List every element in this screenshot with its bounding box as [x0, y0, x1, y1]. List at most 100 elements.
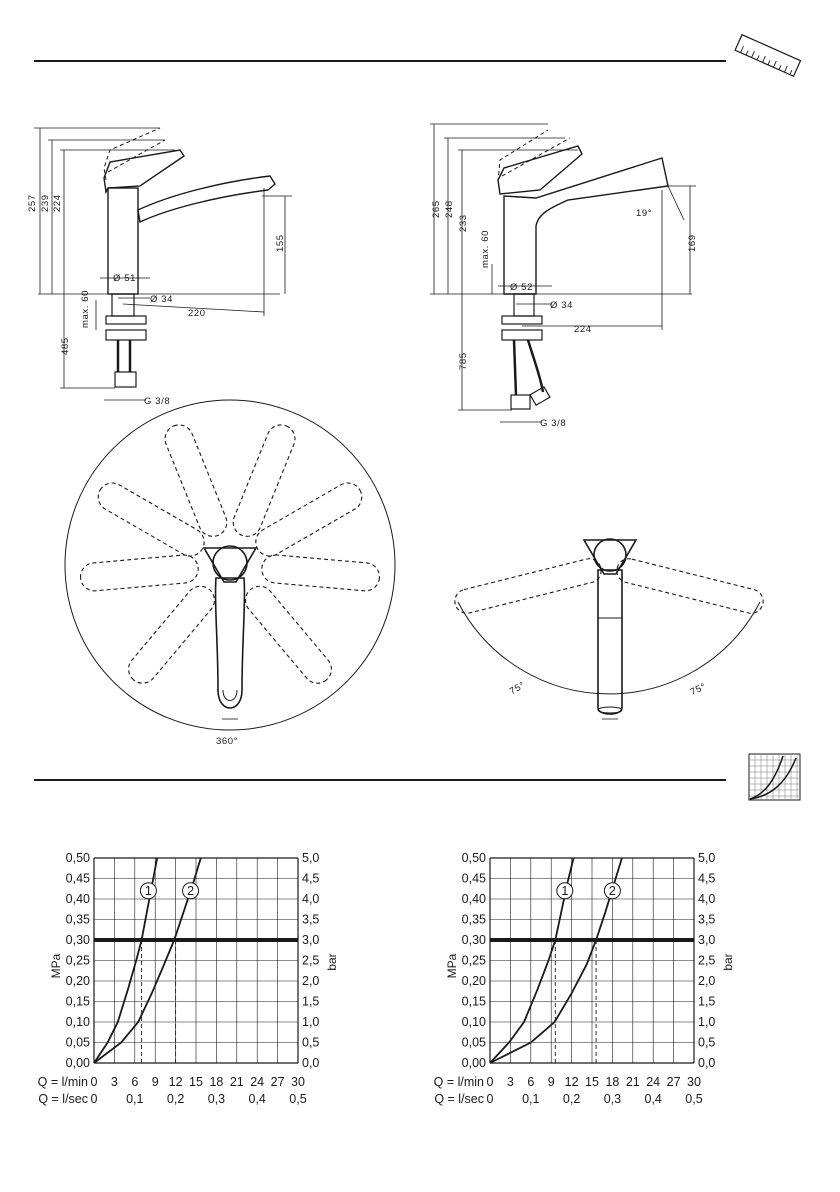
x-tick-lmin: 27 — [667, 1075, 681, 1089]
y-tick-label: 0,50 — [462, 851, 486, 865]
dim-220: 220 — [188, 308, 206, 319]
y2-tick-label: 3,0 — [302, 933, 319, 947]
x-tick-lmin: 12 — [169, 1075, 183, 1089]
dim-g38: G 3/8 — [144, 396, 170, 407]
x-tick-lmin: 3 — [111, 1075, 118, 1089]
x-tick-lmin: 9 — [152, 1075, 159, 1089]
dim-224: 224 — [574, 324, 592, 335]
y-tick-label: 0,10 — [66, 1015, 90, 1029]
rotation-360-drawing: 360° — [64, 399, 396, 747]
y-tick-label: 0,30 — [66, 933, 90, 947]
y-tick-label: 0,15 — [66, 995, 90, 1009]
y-tick-label: 0,40 — [462, 892, 486, 906]
y2-tick-label: 2,0 — [302, 974, 319, 988]
series-marker-label-1: 1 — [561, 884, 568, 898]
x-tick-lmin: 6 — [527, 1075, 534, 1089]
y-tick-label: 0,45 — [462, 872, 486, 886]
y-tick-label: 0,25 — [66, 954, 90, 968]
dim-g38-right: G 3/8 — [540, 418, 566, 429]
x-axis-label-lsec: Q = l/sec — [38, 1092, 88, 1106]
y2-axis-label: bar — [721, 953, 735, 970]
x-tick-lsec: 0,2 — [167, 1092, 184, 1106]
dim-155: 155 — [275, 234, 286, 252]
series-marker-label-2: 2 — [609, 884, 616, 898]
series-marker-2 — [603, 882, 621, 900]
dim-d52: Ø 52 — [510, 282, 533, 293]
y2-axis-label: bar — [325, 953, 339, 970]
y2-tick-label: 3,0 — [698, 933, 715, 947]
y-tick-label: 0,45 — [66, 872, 90, 886]
y2-tick-label: 2,5 — [302, 954, 319, 968]
x-tick-lsec: 0,3 — [208, 1092, 225, 1106]
y2-tick-label: 5,0 — [698, 851, 715, 865]
dim-224: 224 — [52, 194, 63, 212]
x-tick-lsec: 0 — [91, 1092, 98, 1106]
y2-tick-label: 5,0 — [302, 851, 319, 865]
y2-tick-label: 4,5 — [698, 872, 715, 886]
x-tick-lmin: 21 — [626, 1075, 640, 1089]
x-tick-lmin: 0 — [487, 1075, 494, 1089]
x-tick-lmin: 9 — [548, 1075, 555, 1089]
y2-tick-label: 3,5 — [302, 913, 319, 927]
series-marker-label-1: 1 — [145, 884, 152, 898]
y-tick-label: 0,20 — [66, 974, 90, 988]
x-tick-lmin: 30 — [687, 1075, 701, 1089]
y-tick-label: 0,10 — [462, 1015, 486, 1029]
y-axis-label: MPa — [49, 953, 63, 978]
y-tick-label: 0,30 — [462, 933, 486, 947]
x-tick-lmin: 18 — [209, 1075, 223, 1089]
x-tick-lmin: 18 — [605, 1075, 619, 1089]
series-marker-1 — [556, 882, 574, 900]
y-tick-label: 0,05 — [462, 1036, 486, 1050]
x-tick-lsec: 0,2 — [563, 1092, 580, 1106]
x-tick-lmin: 24 — [646, 1075, 660, 1089]
y-tick-label: 0,35 — [66, 913, 90, 927]
angle-75-right-label: 75° — [689, 681, 708, 698]
y2-tick-label: 1,0 — [698, 1015, 715, 1029]
dim-d34: Ø 34 — [150, 294, 173, 305]
y-axis-label: MPa — [445, 953, 459, 978]
y-tick-label: 0,00 — [66, 1056, 90, 1070]
series-marker-1 — [139, 882, 157, 900]
dim-233: 233 — [458, 214, 469, 232]
y-tick-label: 0,35 — [462, 913, 486, 927]
x-tick-lsec: 0,5 — [289, 1092, 306, 1106]
y2-tick-label: 0,0 — [698, 1056, 715, 1070]
y2-tick-label: 2,5 — [698, 954, 715, 968]
rotation-75-drawing: 75° 75° — [454, 538, 764, 720]
y-tick-label: 0,15 — [462, 995, 486, 1009]
x-tick-lmin: 3 — [507, 1075, 514, 1089]
dim-19deg: 19° — [636, 208, 652, 219]
x-tick-lsec: 0 — [487, 1092, 494, 1106]
dim-265: 265 — [431, 200, 442, 218]
dim-257: 257 — [27, 194, 38, 212]
x-tick-lmin: 21 — [230, 1075, 244, 1089]
y2-tick-label: 1,5 — [302, 995, 319, 1009]
angle-75-left-label: 75° — [508, 680, 528, 698]
dim-785: 785 — [458, 352, 469, 370]
y2-tick-label: 0,5 — [302, 1036, 319, 1050]
y2-tick-label: 0,0 — [302, 1056, 319, 1070]
series-marker-2 — [182, 882, 200, 900]
x-tick-lmin: 6 — [131, 1075, 138, 1089]
x-tick-lsec: 0,1 — [126, 1092, 143, 1106]
y2-tick-label: 1,5 — [698, 995, 715, 1009]
x-tick-lmin: 12 — [565, 1075, 579, 1089]
dim-d34-right: Ø 34 — [550, 300, 573, 311]
dim-max60: max. 60 — [80, 290, 91, 328]
x-tick-lmin: 27 — [271, 1075, 285, 1089]
faucet-right-drawing: 265 248 233 max. 60 169 19° Ø 52 Ø 34 22… — [430, 123, 698, 429]
x-tick-lmin: 30 — [291, 1075, 305, 1089]
y-tick-label: 0,00 — [462, 1056, 486, 1070]
dim-max60-right: max. 60 — [480, 230, 491, 268]
angle-360-label: 360° — [216, 736, 238, 747]
dim-239: 239 — [40, 194, 51, 212]
x-tick-lmin: 24 — [250, 1075, 264, 1089]
faucet-left-drawing: 257 239 224 155 Ø 51 Ø 34 220 max. 60 48… — [27, 127, 292, 407]
series-marker-label-2: 2 — [187, 884, 194, 898]
y-tick-label: 0,05 — [66, 1036, 90, 1050]
flow-chart-icon — [748, 753, 801, 801]
x-axis-label-lsec: Q = l/sec — [434, 1092, 484, 1106]
y2-tick-label: 4,5 — [302, 872, 319, 886]
